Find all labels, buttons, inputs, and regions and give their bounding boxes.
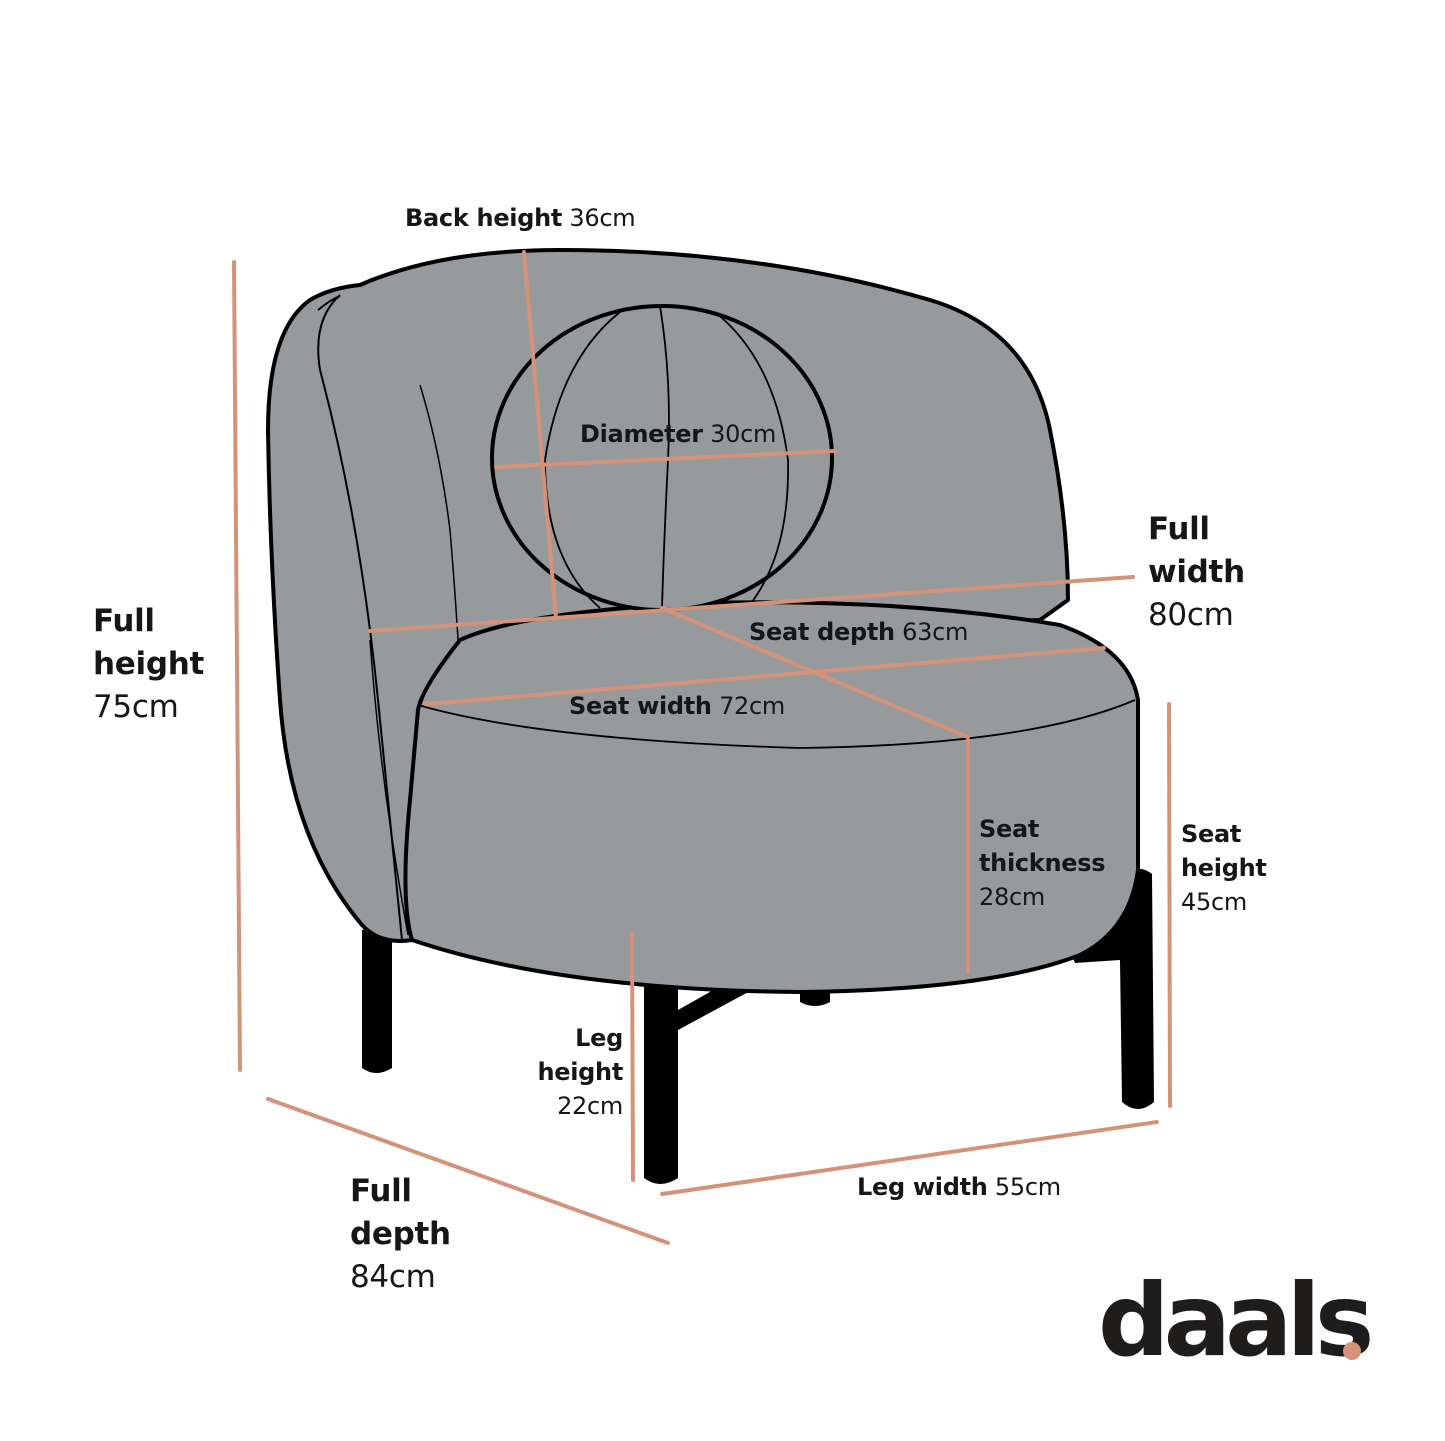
full-depth-name-1: Full bbox=[350, 1173, 412, 1209]
back-height-label: Back height 36cm bbox=[405, 204, 636, 233]
leg-width-value: 55cm bbox=[994, 1173, 1061, 1201]
back-height-name: Back height bbox=[405, 204, 563, 232]
seat-height-label: Seat height 45cm bbox=[1181, 817, 1267, 919]
full-width-line bbox=[368, 575, 1135, 633]
seat-thickness-label: Seat thickness 28cm bbox=[979, 812, 1106, 914]
leg-height-line bbox=[630, 932, 635, 1182]
chair-seat bbox=[403, 600, 1140, 994]
seat-thickness-name-2: thickness bbox=[979, 849, 1106, 877]
seat-height-name-1: Seat bbox=[1181, 820, 1242, 848]
full-height-value: 75cm bbox=[93, 688, 179, 725]
full-width-name-2: width bbox=[1148, 553, 1245, 590]
seat-width-line bbox=[424, 646, 1106, 706]
seat-height-name-2: height bbox=[1181, 854, 1267, 882]
leg-height-name-1: Leg bbox=[575, 1024, 623, 1052]
dimension-lines bbox=[232, 250, 1172, 1245]
brand-logo-dot bbox=[1343, 1342, 1361, 1360]
seat-width-label: Seat width 72cm bbox=[569, 692, 785, 721]
full-width-label: Full width 80cm bbox=[1148, 508, 1245, 636]
full-depth-line bbox=[266, 1097, 670, 1245]
full-height-label: Full height 75cm bbox=[93, 600, 204, 728]
full-depth-value: 84cm bbox=[350, 1258, 436, 1295]
chair-legs bbox=[362, 869, 1154, 1184]
diameter-label: Diameter 30cm bbox=[580, 420, 776, 449]
seat-width-value: 72cm bbox=[719, 692, 785, 720]
full-height-name-2: height bbox=[93, 645, 204, 682]
leg-width-line bbox=[660, 1120, 1159, 1196]
full-height-line bbox=[232, 260, 242, 1072]
leg-height-value: 22cm bbox=[557, 1092, 623, 1120]
seat-depth-value: 63cm bbox=[902, 618, 969, 646]
diameter-name: Diameter bbox=[580, 420, 703, 448]
full-width-name-1: Full bbox=[1148, 511, 1210, 547]
leg-width-label: Leg width 55cm bbox=[857, 1173, 1061, 1202]
full-depth-label: Full depth 84cm bbox=[350, 1170, 451, 1298]
seat-thickness-name-1: Seat bbox=[979, 815, 1040, 843]
full-height-name-1: Full bbox=[93, 603, 155, 639]
brand-logo: daals bbox=[1098, 1262, 1374, 1379]
seat-height-line bbox=[1167, 702, 1172, 1108]
back-height-line bbox=[522, 250, 558, 620]
diameter-line bbox=[494, 449, 837, 469]
full-width-value: 80cm bbox=[1148, 596, 1234, 633]
leg-height-name-2: height bbox=[537, 1058, 623, 1086]
seat-depth-label: Seat depth 63cm bbox=[749, 618, 968, 647]
back-height-value: 36cm bbox=[569, 204, 636, 232]
seat-width-name: Seat width bbox=[569, 692, 712, 720]
full-depth-name-2: depth bbox=[350, 1215, 451, 1252]
seat-height-value: 45cm bbox=[1181, 888, 1247, 916]
seat-thickness-value: 28cm bbox=[979, 883, 1045, 911]
leg-width-name: Leg width bbox=[857, 1173, 988, 1201]
diameter-value: 30cm bbox=[710, 420, 777, 448]
leg-height-label: Leg height 22cm bbox=[520, 1021, 623, 1123]
seat-depth-name: Seat depth bbox=[749, 618, 895, 646]
